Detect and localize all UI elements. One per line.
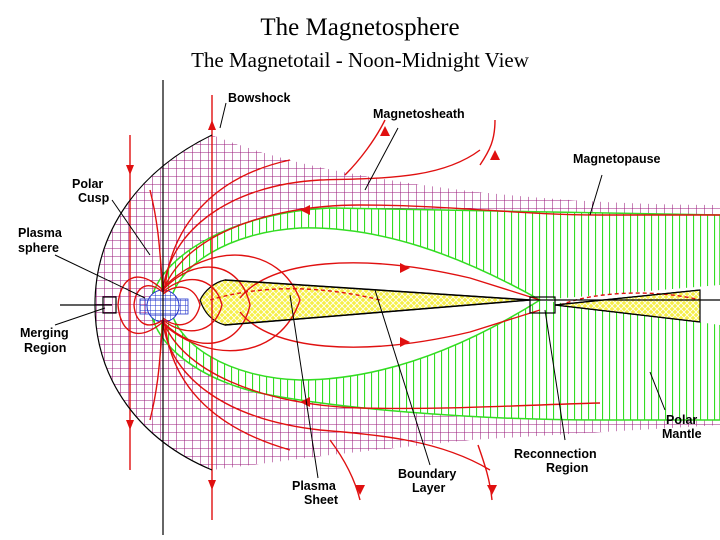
label-reconnection-region-line2: Region xyxy=(546,461,588,475)
label-polar-mantle-line2: Mantle xyxy=(662,427,702,441)
label-leader-lines xyxy=(54,102,666,479)
label-bowshock: Bowshock xyxy=(228,91,291,105)
label-polar-cusp-line1: Polar xyxy=(72,177,103,191)
label-polar-mantle-line1: Polar xyxy=(666,413,697,427)
diagram-subtitle: The Magnetotail - Noon-Midnight View xyxy=(191,48,529,72)
diagram-title: The Magnetosphere xyxy=(260,14,460,41)
label-magnetopause: Magnetopause xyxy=(573,152,661,166)
field-direction-arrows xyxy=(126,120,500,495)
label-plasmasphere-line1: Plasma xyxy=(18,226,63,240)
merging-region-box xyxy=(102,296,117,314)
magnetic-field-lines xyxy=(117,95,720,520)
label-merging-region-line2: Region xyxy=(24,341,66,355)
label-magnetosheath: Magnetosheath xyxy=(373,107,465,121)
label-merging-region-line1: Merging xyxy=(20,326,69,340)
label-plasma-sheet-line2: Sheet xyxy=(304,493,339,507)
label-plasmasphere-line2: sphere xyxy=(18,241,59,255)
label-boundary-layer-line2: Layer xyxy=(412,481,445,495)
reconnection-region-box xyxy=(529,296,556,314)
label-boundary-layer-line1: Boundary xyxy=(398,467,456,481)
label-plasma-sheet-line1: Plasma xyxy=(292,479,337,493)
label-reconnection-region-line1: Reconnection xyxy=(514,447,597,461)
label-polar-cusp-line2: Cusp xyxy=(78,191,110,205)
